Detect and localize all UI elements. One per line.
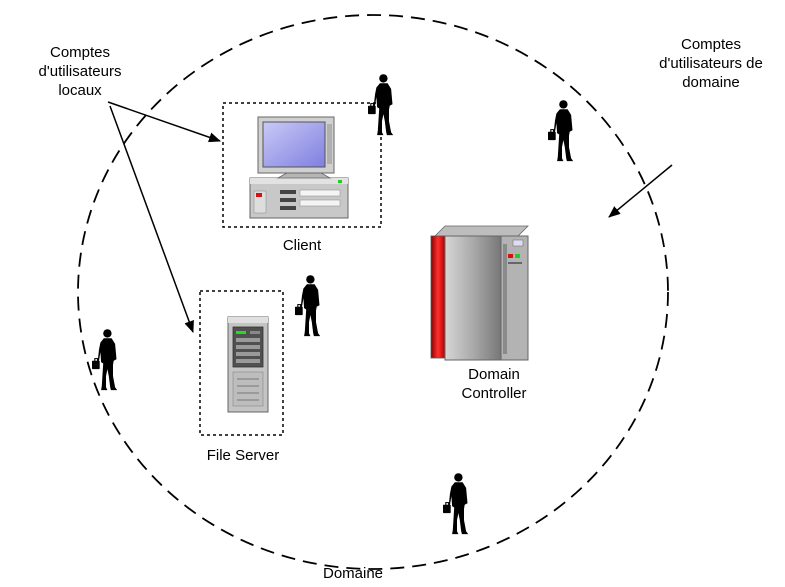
- label-local-accounts-line-3: locaux: [58, 82, 102, 99]
- label-domain-controller: Domain Controller: [440, 365, 548, 403]
- arrow-to-client-box: [107, 101, 221, 143]
- label-client: Client: [282, 237, 322, 254]
- label-domain-controller-line-2: Controller: [461, 385, 527, 402]
- arrow-to-file-server-box: [109, 105, 194, 333]
- domain-controller-cabinet-icon: [430, 225, 529, 361]
- client-local-accounts-box: [222, 102, 382, 228]
- label-domain-accounts-line-3: domaine: [682, 74, 740, 91]
- label-domain-accounts-line-1: Comptes: [680, 36, 742, 53]
- label-domain: Domaine: [322, 565, 384, 582]
- label-local-accounts: Comptes d'utilisateurs locaux: [18, 43, 142, 100]
- domain-boundary: [77, 14, 669, 570]
- label-local-accounts-line-1: Comptes: [49, 44, 111, 61]
- business-person-icon: [368, 73, 394, 136]
- arrow-to-domain-boundary: [608, 164, 673, 218]
- label-domain-controller-line-1: Domain: [468, 366, 520, 383]
- file-server-tower-icon: [227, 316, 269, 413]
- business-person-icon: [92, 328, 118, 391]
- business-person-icon: [548, 99, 574, 162]
- label-domain-accounts-line-2: d'utilisateurs de: [659, 55, 763, 72]
- label-domain-accounts: Comptes d'utilisateurs de domaine: [646, 35, 776, 92]
- business-person-icon: [295, 274, 321, 337]
- desktop-computer-icon: [249, 116, 349, 219]
- label-local-accounts-line-2: d'utilisateurs: [38, 63, 122, 80]
- arrows: [107, 101, 673, 333]
- label-file-server: File Server: [206, 447, 280, 464]
- business-person-icon: [443, 472, 469, 535]
